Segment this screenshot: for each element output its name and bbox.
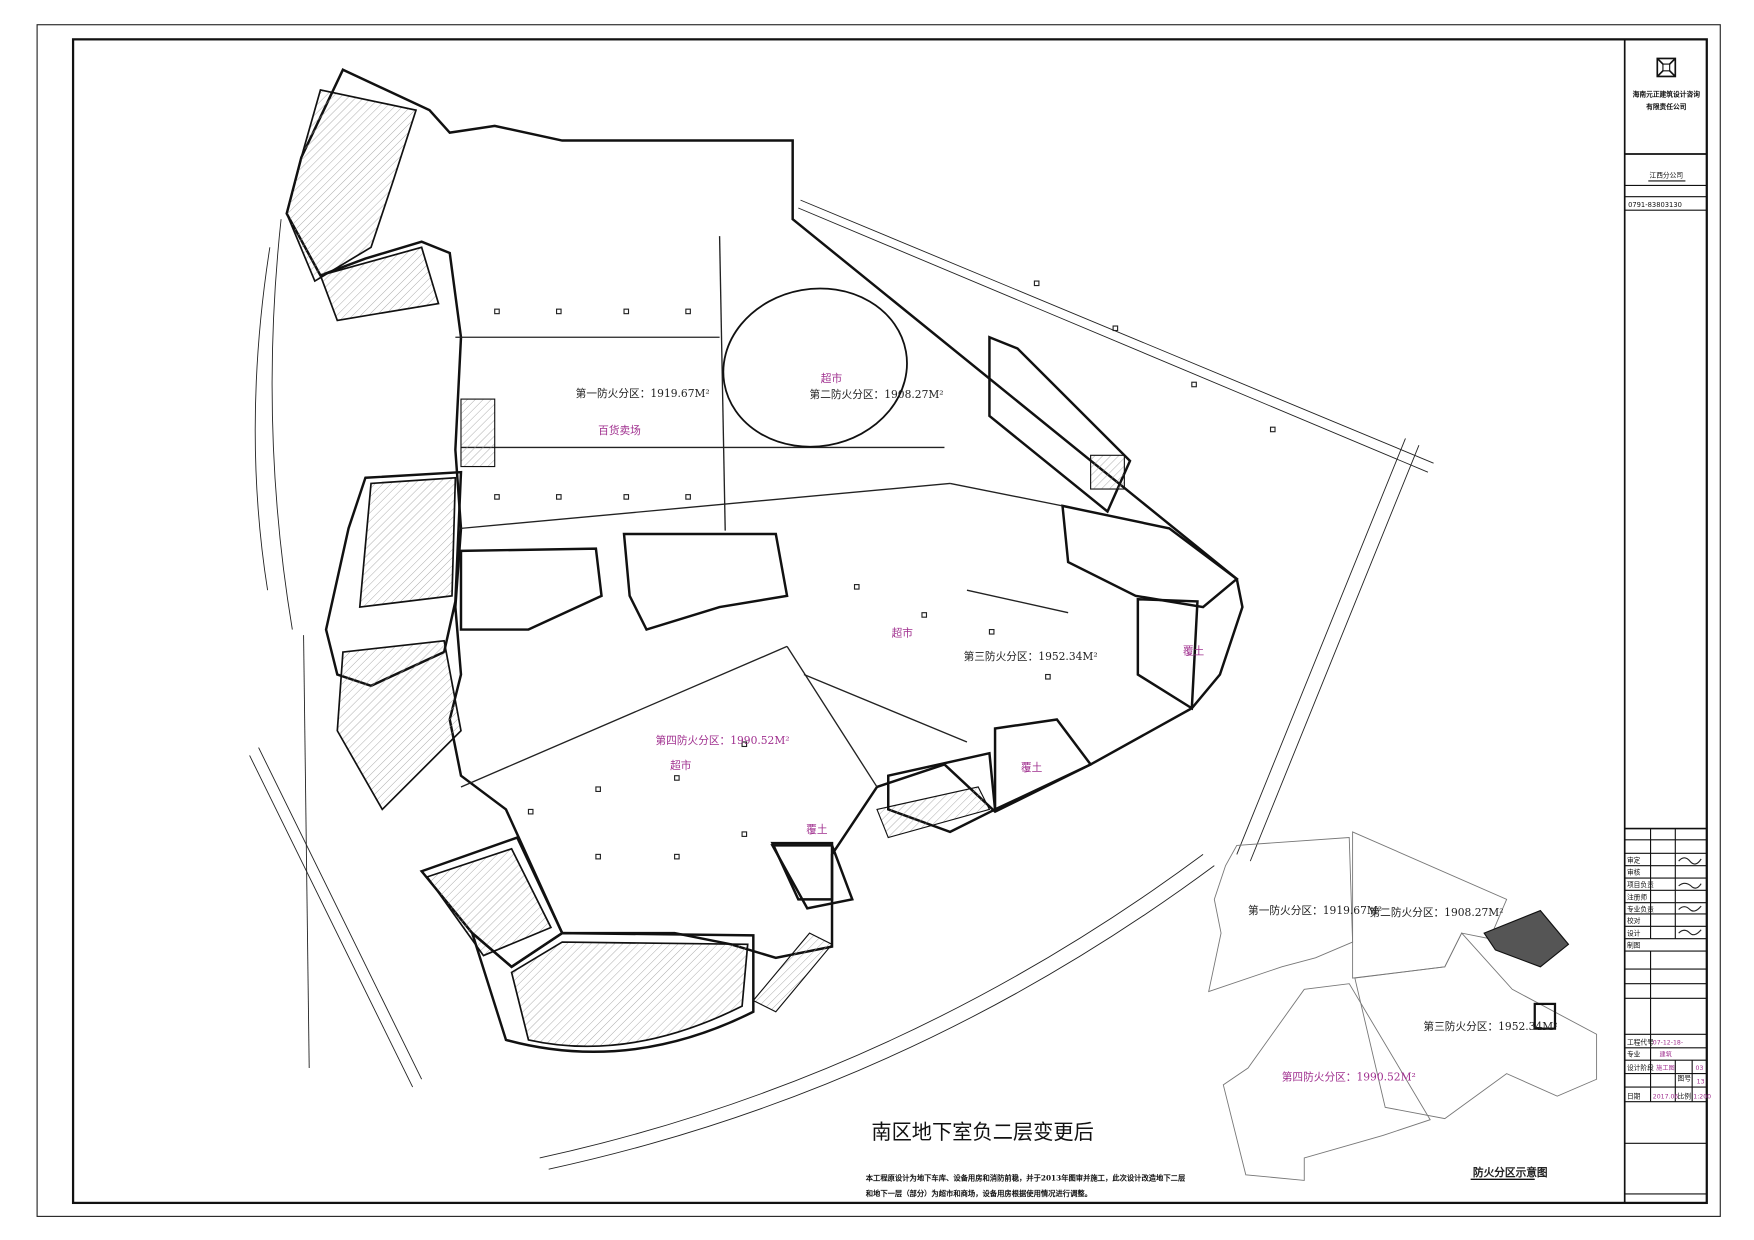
- company-name-line1: 海南元正建筑设计咨询: [1633, 90, 1701, 99]
- stairs: [460, 398, 1125, 1013]
- title-block: 海南元正建筑设计咨询 有限责任公司 江西分公司 0791-83803130 审定…: [1623, 39, 1711, 1203]
- discipline-label: 专业: [1627, 1050, 1641, 1059]
- zone2-label: 第二防火分区：1908.27M²: [810, 388, 944, 401]
- sheet-total-value: 13: [1697, 1079, 1705, 1086]
- scale-value: 1:200: [1693, 1093, 1711, 1100]
- project-no-label: 工程代号: [1627, 1037, 1654, 1046]
- supermarket-label-3: 超市: [670, 759, 692, 772]
- soil-cover-label-2: 覆土: [1021, 761, 1043, 774]
- outer-border: [36, 24, 1721, 1217]
- supermarket-oval: [722, 287, 908, 448]
- zone4-label: 第四防火分区：1990.52M²: [656, 734, 790, 747]
- supermarket-label-2: 超市: [892, 626, 914, 639]
- soil-cover-label-1: 覆土: [1183, 644, 1205, 657]
- fire-zone-boundaries: [455, 236, 1069, 788]
- drawing-note-line-2: 和地下一层（部分）为超市和商场，设备用房根据使用情况进行调整。: [866, 1189, 1092, 1198]
- signoff-label-check: 校对: [1627, 916, 1641, 925]
- building-walls: [285, 68, 1244, 1054]
- company-logo: [1656, 57, 1677, 78]
- company-name-line2: 有限责任公司: [1646, 102, 1687, 111]
- stage-value: 施工图: [1656, 1064, 1675, 1072]
- phone-number: 0791-83803130: [1628, 201, 1682, 209]
- fire-zone-inset: 第一防火分区：1919.67M² 第二防火分区：1908.27M² 第三防火分区…: [1208, 831, 1598, 1181]
- zone1-label: 第一防火分区：1919.67M²: [576, 387, 710, 400]
- signoff-table: 审定 审核 项目负责 注册师 专业负责 校对 设计 制图: [1624, 828, 1707, 950]
- zone3-label: 第三防火分区：1952.34M²: [964, 650, 1098, 663]
- signoff-label-design: 设计: [1627, 928, 1641, 937]
- stage-label: 设计阶段: [1627, 1063, 1654, 1072]
- signoff-label-approve: 审定: [1627, 855, 1641, 864]
- inner-frame: [71, 38, 1708, 1205]
- branch-name: 江西分公司: [1649, 171, 1683, 180]
- soil-cover-label-3: 覆土: [806, 823, 828, 836]
- signoff-label-registered: 注册师: [1627, 892, 1647, 901]
- supermarket-label-1: 超市: [821, 372, 843, 385]
- inset-zone1-label: 第一防火分区：1919.67M²: [1248, 904, 1382, 917]
- discipline-value: 建筑: [1660, 1051, 1672, 1059]
- signoff-label-draw: 制图: [1627, 941, 1641, 950]
- axis-grid-lines: [249, 199, 1434, 1170]
- drawing-no-value: 03: [1696, 1065, 1704, 1072]
- department-store-label: 百货卖场: [598, 424, 641, 437]
- inset-zone3-label: 第三防火分区：1952.34M²: [1423, 1020, 1557, 1033]
- drawing-no-label: 图号: [1678, 1074, 1692, 1082]
- inset-zone4-label: 第四防火分区：1990.52M²: [1282, 1070, 1416, 1083]
- scale-label: 比例: [1678, 1091, 1692, 1100]
- drawing-note-line-1: 本工程原设计为地下车库、设备用房和消防前稳，并于2013年图审并施工，此次设计改…: [866, 1173, 1186, 1182]
- signoff-label-project-lead: 项目负责: [1627, 880, 1654, 889]
- date-value: 2017.06: [1653, 1093, 1679, 1100]
- inset-zone2-label: 第二防火分区：1908.27M²: [1369, 906, 1503, 919]
- structural-columns: [494, 280, 1276, 860]
- inset-title: 防火分区示意图: [1473, 1166, 1548, 1179]
- signoff-label-review: 审核: [1627, 868, 1641, 877]
- signoff-label-discipline-lead: 专业负责: [1627, 905, 1654, 914]
- project-no-value: 07-12-18-: [1653, 1039, 1683, 1046]
- date-label: 日期: [1627, 1092, 1641, 1100]
- drawing-title: 南区地下室负二层变更后: [871, 1120, 1093, 1144]
